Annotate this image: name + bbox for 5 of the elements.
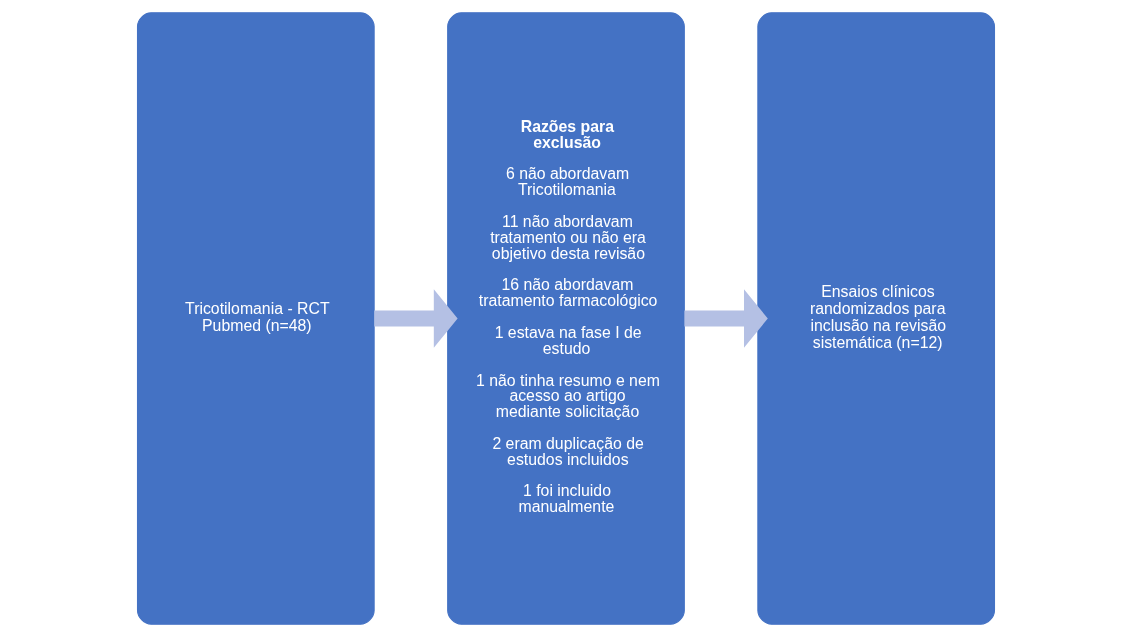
node-box: Tricotilomania - RCT Pubmed (n=48) — [136, 12, 375, 625]
arrow — [684, 289, 768, 348]
arrow — [374, 289, 458, 348]
node-box: Ensaios clínicos randomizados para inclusão na revisão sistemática (n=12) — [757, 12, 996, 625]
node-box: Razões para exclusão 6 não abordavam Tricotilomania 11 não abordavam tratamento ou não era objetivo desta revisão 16 não abordavam tratamento farmacológico 1 estava na fase I de estudo 1 não tinha resumo e nem acesso ao artigo mediante solicitação 2 eram duplicação de estudos incluidos 1 foi incluido manualmente — [447, 12, 685, 625]
